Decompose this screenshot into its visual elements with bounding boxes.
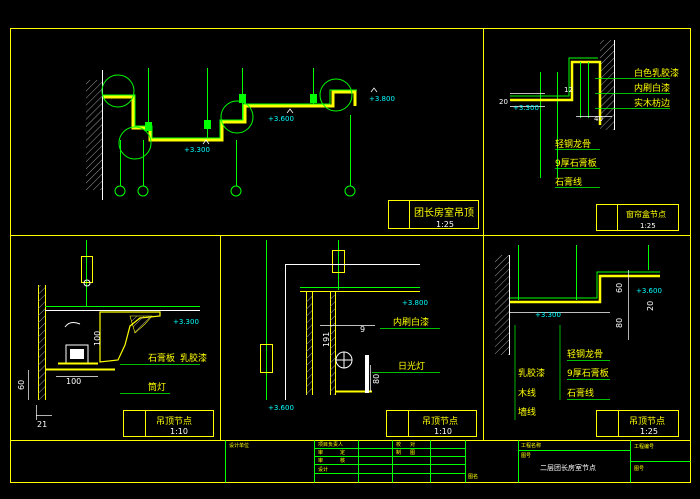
material-label: 木线 xyxy=(518,387,536,399)
title-cell: 校 xyxy=(396,441,401,448)
level-label: +3.300 xyxy=(535,311,561,319)
dimension-label: 60 xyxy=(17,380,26,390)
title-cell: 图号 xyxy=(634,466,644,472)
material-label: 内刷白漆 xyxy=(634,82,670,94)
title-cell: 项目负责人 xyxy=(318,441,343,448)
title-cell: 设计 xyxy=(318,466,328,473)
drawing-name: 二层团长房室节点 xyxy=(540,463,596,472)
title-cell: 定 xyxy=(340,449,345,456)
wall-hatch xyxy=(495,255,509,355)
dimension-label: 40 xyxy=(594,115,603,123)
material-label: 实木枋边 xyxy=(634,97,670,109)
material-label: 筒灯 xyxy=(148,381,166,393)
title-cell: 图 xyxy=(410,450,415,456)
material-label: 墙线 xyxy=(518,406,536,418)
material-label: 乳胶漆 xyxy=(180,352,207,364)
material-label: 轻钢龙骨 xyxy=(555,138,591,150)
panel-ceiling-section: +3.300 +3.600 +3.800 团长房室吊顶 1:25 xyxy=(86,68,479,229)
wall-hatch xyxy=(38,285,45,400)
panel-light-slot-node: 191 9 80 +3.800 +3.600 内刷白漆 日光灯 吊顶节点 1:1… xyxy=(260,240,477,437)
panel-title: 吊顶节点 xyxy=(629,416,665,427)
dimension-label: 191 xyxy=(322,332,331,347)
level-label: +3.300 xyxy=(184,146,210,154)
material-label: 9厚石膏板 xyxy=(567,367,609,379)
material-label: 白色乳胶漆 xyxy=(634,67,679,79)
panel-title: 吊顶节点 xyxy=(156,416,192,427)
dimension-label: 60 xyxy=(615,283,624,293)
fluorescent-lamp xyxy=(335,351,372,393)
title-cell: 审 xyxy=(318,449,323,456)
level-label: +3.800 xyxy=(402,299,428,307)
material-label: 轻钢龙骨 xyxy=(567,348,603,360)
level-label: +3.300 xyxy=(513,104,539,112)
fixture-circle xyxy=(118,126,152,160)
sheet-frame xyxy=(10,28,691,483)
level-label: +3.600 xyxy=(268,115,294,123)
panel-scale: 1:10 xyxy=(434,427,452,436)
wood-hatch xyxy=(306,295,312,395)
material-label: 石膏线 xyxy=(555,176,582,188)
level-label: +3.600 xyxy=(268,404,294,412)
title-cell: 制 xyxy=(396,449,401,456)
dimension-label: 21 xyxy=(37,420,47,429)
ceiling-profile xyxy=(103,90,357,142)
panel-title: 吊顶节点 xyxy=(422,416,458,427)
title-cell: 审 xyxy=(318,457,323,464)
material-label: 乳胶漆 xyxy=(518,367,545,379)
panel-curtain-box-node: 20 12 40 +3.300 白色乳胶漆 内刷白漆 实木枋边 轻钢龙骨 9厚石… xyxy=(499,40,679,231)
dimension-label: 100 xyxy=(66,377,81,386)
title-cell: 图名 xyxy=(468,473,478,480)
title-cell: 工程名称 xyxy=(521,442,541,449)
wall-hatch xyxy=(86,80,102,190)
material-label: 石膏板 xyxy=(148,352,175,364)
level-label: +3.800 xyxy=(369,95,395,103)
level-label: +3.600 xyxy=(636,287,662,295)
fixture-circle xyxy=(220,100,254,134)
wall-hatch xyxy=(600,40,614,130)
dimension-label: 100 xyxy=(93,331,102,346)
material-label: 9厚石膏板 xyxy=(555,157,597,169)
dimension-label: 80 xyxy=(615,318,624,328)
material-label: 石膏线 xyxy=(567,387,594,399)
material-label: 内刷白漆 xyxy=(393,316,429,328)
fixture-circle xyxy=(101,74,135,108)
panel-scale: 1:25 xyxy=(640,222,656,230)
panel-stepped-ceiling-node: 60 20 80 +3.600 +3.300 轻钢龙骨 乳胶漆 9厚石膏板 木线… xyxy=(495,245,679,437)
dimension-label: 12 xyxy=(564,86,573,94)
panel-scale: 1:25 xyxy=(640,427,658,436)
dimension-label: 20 xyxy=(499,98,508,106)
title-cell: 工程编号 xyxy=(634,443,654,450)
material-label: 日光灯 xyxy=(398,360,425,372)
panel-title: 团长房室吊顶 xyxy=(414,206,474,219)
title-cell: 设计单位 xyxy=(229,442,249,449)
dimension-label: 80 xyxy=(372,374,381,384)
panel-scale: 1:10 xyxy=(170,427,188,436)
title-block: 设计单位 项目负责人 审 定 审 核 设计 校 对 制 图 图名 工程名称 图号… xyxy=(225,440,691,483)
panel-title: 窗帘盒节点 xyxy=(626,209,666,219)
dimension-label: 9 xyxy=(360,325,365,334)
title-cell: 图号 xyxy=(521,453,531,459)
title-cell: 核 xyxy=(340,457,345,464)
level-label: +3.300 xyxy=(173,318,199,326)
title-cell: 对 xyxy=(410,441,415,448)
downlight-fixture xyxy=(58,322,98,365)
fixture-circle xyxy=(319,78,353,112)
wood-hatch xyxy=(330,295,335,395)
panel-scale: 1:25 xyxy=(436,220,454,229)
panel-downlight-node: 60 100 100 21 +3.300 石膏板 乳胶漆 筒灯 吊顶节点 1:1… xyxy=(17,240,214,437)
dimension-label: 20 xyxy=(646,301,655,311)
